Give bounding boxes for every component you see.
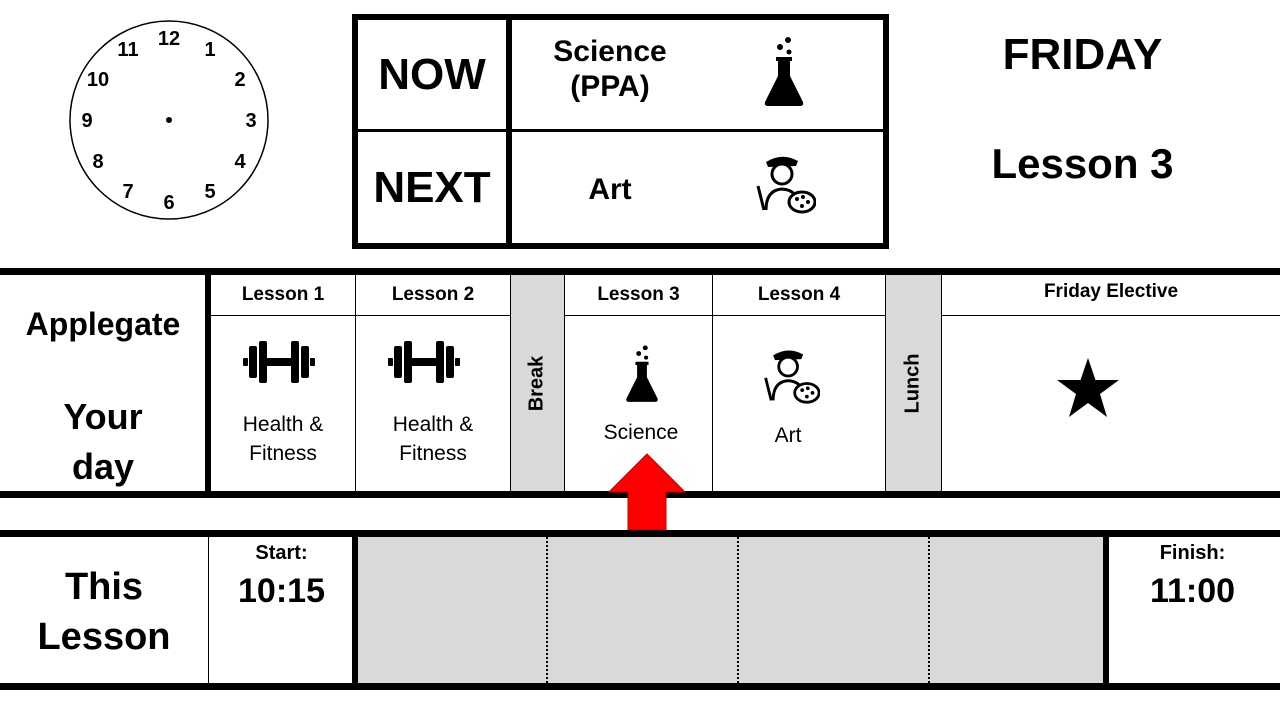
flask-icon	[626, 345, 658, 402]
now-next-divider	[352, 129, 889, 132]
artist-icon	[756, 156, 816, 214]
lesson-3-name: Science	[603, 421, 679, 444]
clock-numeral: 8	[92, 151, 103, 173]
your-day-label: Your day	[63, 396, 143, 488]
break-label: Break	[525, 355, 548, 411]
lunch-column	[885, 275, 941, 491]
artist-icon	[764, 350, 820, 404]
divider	[941, 315, 1280, 316]
lesson-3-header: Lesson 3	[597, 284, 680, 305]
clock-numeral: 5	[204, 181, 215, 203]
next-label: NEXT	[373, 162, 491, 212]
divider	[941, 275, 942, 491]
clock-numeral: 7	[122, 181, 133, 203]
clock-center-dot	[166, 117, 172, 123]
clock-numeral: 12	[158, 28, 180, 50]
lesson-4-name: Art	[774, 424, 802, 447]
clock-numeral: 3	[245, 110, 256, 132]
clock-numeral: 1	[204, 39, 215, 61]
divider	[564, 315, 885, 316]
day-title: FRIDAY	[1002, 30, 1163, 79]
progress-quarter-marker	[928, 537, 930, 683]
break-label-wrap: Break	[510, 275, 564, 491]
lunch-label: Lunch	[901, 353, 924, 413]
elective-header: Friday Elective	[1043, 281, 1179, 302]
divider	[885, 275, 886, 491]
class-name: Applegate	[25, 306, 181, 342]
lesson-1-header: Lesson 1	[241, 284, 325, 305]
this-lesson-label: This Lesson	[37, 566, 171, 659]
dumbbell-icon	[388, 341, 460, 383]
clock-numeral: 9	[81, 110, 92, 132]
arrow-up-icon	[608, 453, 686, 531]
flask-icon	[764, 37, 804, 106]
now-label: NOW	[378, 49, 486, 99]
clock-numeral: 2	[234, 69, 245, 91]
divider	[564, 275, 565, 491]
divider	[510, 275, 511, 491]
next-subject: Art	[588, 173, 632, 206]
lesson-2-header: Lesson 2	[391, 284, 475, 305]
divider	[0, 268, 1280, 275]
clock-numeral: 6	[163, 192, 174, 214]
divider	[205, 272, 211, 494]
start-time: 10:15	[238, 572, 325, 610]
lesson-progress-track	[352, 537, 1109, 683]
divider	[208, 537, 209, 683]
finish-time: 11:00	[1149, 572, 1236, 610]
break-column	[510, 275, 564, 491]
divider	[0, 683, 1280, 690]
progress-quarter-marker	[737, 537, 739, 683]
lesson-2-name: Health & Fitness	[392, 413, 474, 466]
lesson-1-name: Health & Fitness	[242, 413, 324, 466]
now-subject: Science (PPA)	[553, 35, 667, 104]
dumbbell-icon	[243, 341, 315, 383]
progress-quarter-marker	[546, 537, 548, 683]
divider	[0, 530, 1280, 537]
lunch-label-wrap: Lunch	[885, 275, 941, 491]
clock-numeral: 4	[234, 151, 246, 173]
clock-numeral: 11	[117, 39, 138, 61]
star-icon	[1057, 358, 1119, 417]
start-label: Start:	[255, 542, 308, 564]
clock-numeral: 10	[87, 69, 109, 91]
divider	[712, 275, 713, 491]
current-lesson-number: Lesson 3	[991, 140, 1174, 187]
divider	[211, 315, 510, 316]
lesson-4-header: Lesson 4	[757, 284, 841, 305]
divider	[355, 275, 356, 491]
finish-label: Finish:	[1159, 542, 1226, 564]
